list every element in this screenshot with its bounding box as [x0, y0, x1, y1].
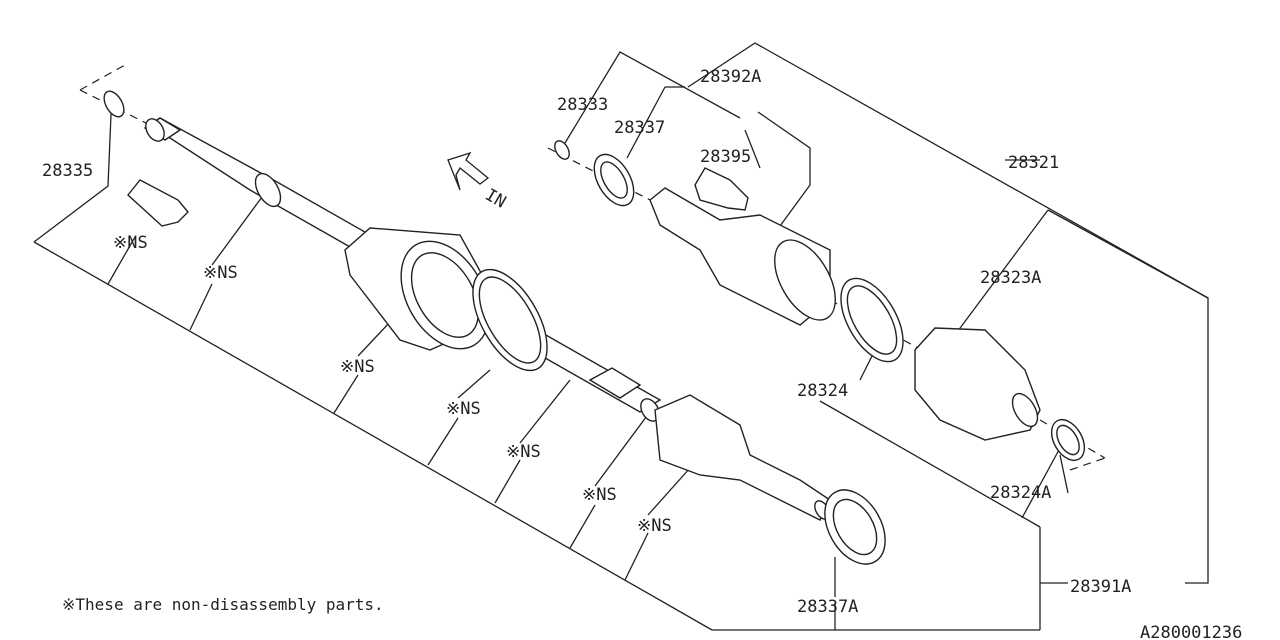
- label-28323a[interactable]: 28323A: [980, 268, 1041, 288]
- label-28333[interactable]: 28333: [557, 95, 608, 115]
- snap-ring-left[interactable]: [100, 88, 128, 120]
- label-28324[interactable]: 28324: [797, 381, 848, 401]
- direction-arrow-icon: [447, 151, 490, 191]
- part-labels: 28335 28333 28392A 28337 28395 28321 283…: [42, 67, 1242, 640]
- ns-label: ※NS: [582, 485, 617, 505]
- outer-joint[interactable]: [637, 394, 832, 522]
- snap-ring-28333[interactable]: [552, 138, 572, 161]
- ns-label: ※NS: [340, 357, 375, 377]
- diagram-id: A280001236: [1140, 623, 1242, 640]
- damper-weight-left[interactable]: [127, 179, 189, 227]
- footnote: ※These are non-disassembly parts.: [62, 595, 384, 614]
- direction-label: IN: [482, 185, 510, 213]
- outer-seal-ring[interactable]: [812, 479, 897, 574]
- label-28391a[interactable]: 28391A: [1070, 577, 1131, 597]
- label-28392a[interactable]: 28392A: [700, 67, 761, 87]
- label-28321[interactable]: 28321: [1008, 153, 1059, 173]
- ns-label: ※NS: [506, 442, 541, 462]
- outer-housing[interactable]: [649, 187, 848, 330]
- ns-label: ※NS: [113, 233, 148, 253]
- label-28395[interactable]: 28395: [700, 147, 751, 167]
- boot-28323a[interactable]: [914, 327, 1043, 441]
- label-28337a[interactable]: 28337A: [797, 597, 858, 617]
- leader-lines: [33, 42, 1209, 631]
- boot-clamp[interactable]: [458, 258, 562, 383]
- damper-weight-28395[interactable]: [694, 167, 749, 211]
- label-28324a[interactable]: 28324A: [990, 483, 1051, 503]
- clamp-28324[interactable]: [828, 268, 916, 372]
- label-28335[interactable]: 28335: [42, 161, 93, 181]
- ns-label: ※NS: [446, 399, 481, 419]
- ns-label: ※NS: [203, 263, 238, 283]
- label-28337[interactable]: 28337: [614, 118, 665, 138]
- clamp-28324a[interactable]: [1045, 414, 1091, 466]
- inner-boot[interactable]: [344, 226, 507, 364]
- seal-28337[interactable]: [586, 148, 642, 212]
- ns-label: ※NS: [637, 516, 672, 536]
- boot-band-ring[interactable]: [250, 169, 285, 210]
